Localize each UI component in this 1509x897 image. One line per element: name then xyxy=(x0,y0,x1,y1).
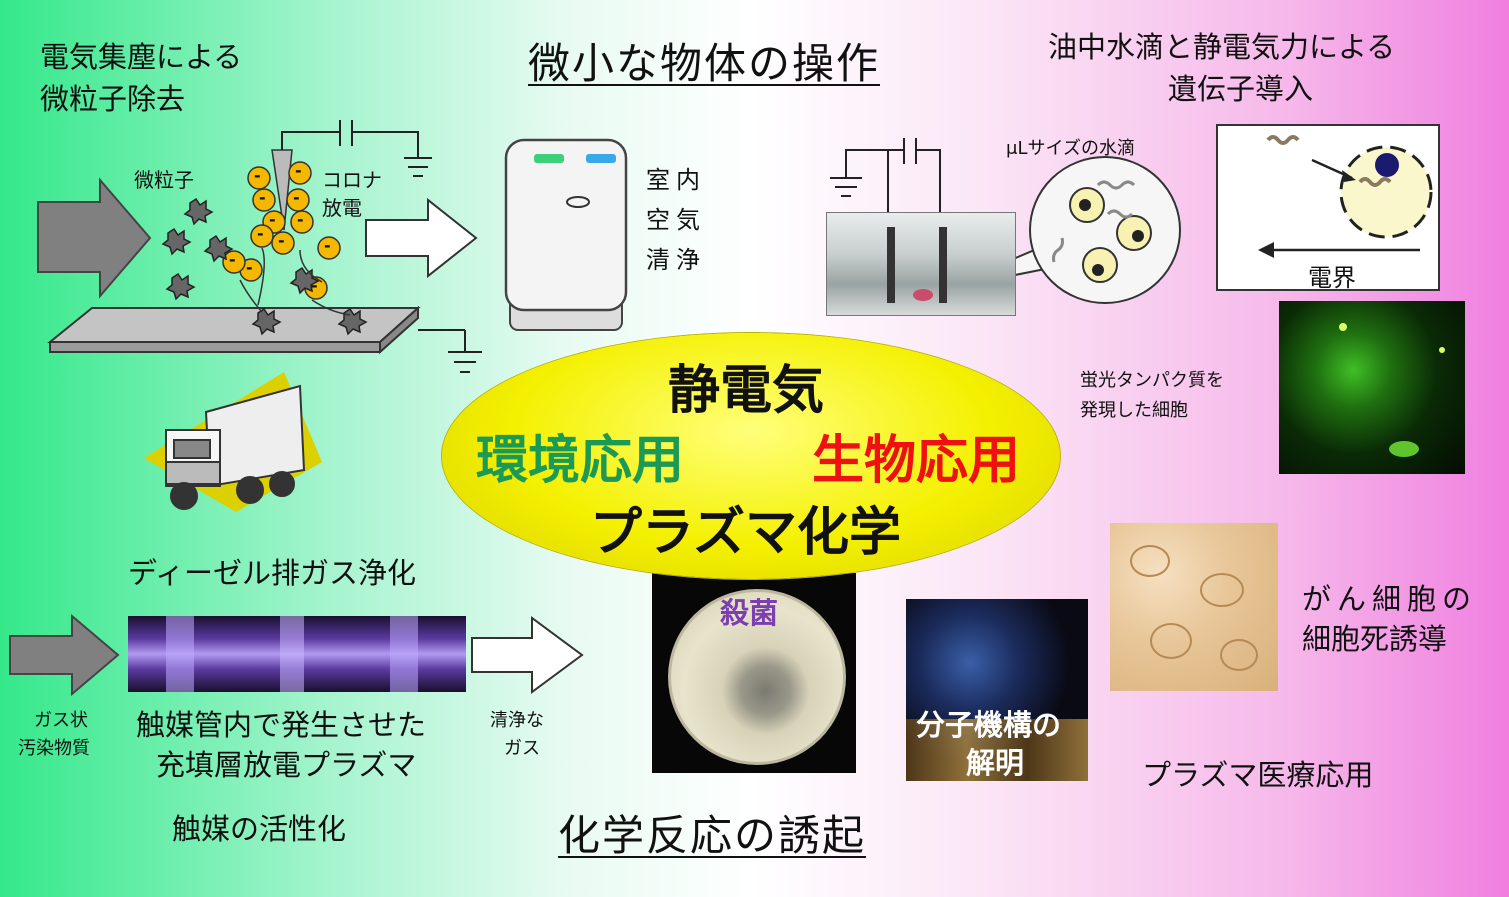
label-gas-pollutant-2: 汚染物質 xyxy=(18,738,90,759)
label-gas-pollutant-1: ガス状 xyxy=(34,710,88,731)
charge-minus-label: - xyxy=(324,236,331,255)
label-fluorescent-1: 蛍光タンパク質を xyxy=(1080,370,1224,391)
label-room-air-2: 空気 xyxy=(646,206,706,234)
heading-electrostatic-precipitation-2: 微粒子除去 xyxy=(40,82,186,116)
central-ellipse xyxy=(442,333,1060,579)
charge-minus-label: - xyxy=(259,188,266,207)
label-corona-1: コロナ xyxy=(322,168,382,192)
label-packed-bed-plasma-2: 充填層放電プラズマ xyxy=(156,748,417,782)
label-corona-2: 放電 xyxy=(322,196,362,220)
clean-gas-arrow-icon xyxy=(471,616,584,694)
label-clean-gas-1: 清浄な xyxy=(490,710,544,731)
center-environment-app: 環境応用 xyxy=(476,431,685,491)
air-purifier-icon xyxy=(504,138,628,331)
truck-icon xyxy=(165,384,306,510)
petri-dish-photo xyxy=(652,573,856,773)
protein-structure-photo xyxy=(906,599,1088,781)
heading-gene-transfer-1: 油中水滴と静電気力による xyxy=(1048,30,1396,64)
charge-minus-label: - xyxy=(295,161,302,180)
dust-particles xyxy=(161,197,368,336)
heading-electrostatic-precipitation-1: 電気集塵による xyxy=(40,40,243,74)
plasma-reactor-photo xyxy=(128,616,466,692)
center-bio-app: 生物応用 xyxy=(812,431,1021,491)
heading-gene-transfer-2: 遺伝子導入 xyxy=(1168,72,1314,106)
charge-minus-label: - xyxy=(311,276,318,295)
label-plasma-medicine: プラズマ医療応用 xyxy=(1142,758,1374,792)
gas-flow-arrow-icon xyxy=(37,177,152,299)
label-fluorescent-2: 発現した細胞 xyxy=(1080,400,1188,421)
collector-plate xyxy=(47,307,421,343)
charge-minus-label: - xyxy=(278,231,285,250)
charge-minus-label: - xyxy=(254,166,261,185)
charge-minus-label: - xyxy=(246,258,253,277)
charge-minus-label: - xyxy=(269,210,276,229)
pollutant-inflow-arrow-icon xyxy=(9,613,120,697)
label-clean-gas-2: ガス xyxy=(504,738,540,759)
label-electric-field: 電界 xyxy=(1308,264,1356,292)
electrode-circuit-icon xyxy=(830,138,941,212)
label-fine-particles: 微粒子 xyxy=(134,168,194,192)
charge-minus-label: - xyxy=(293,188,300,207)
charge-minus-label: - xyxy=(229,250,236,269)
label-cancer-cell-death-1: がん細胞の xyxy=(1302,582,1478,616)
label-droplet-size: μLサイズの水滴 xyxy=(1006,138,1135,159)
label-catalyst-activation: 触媒の活性化 xyxy=(172,812,347,846)
title-manipulation: 微小な物体の操作 xyxy=(528,39,881,88)
fluorescent-cells-photo xyxy=(1279,301,1465,474)
label-molecular-mechanism-2: 解明 xyxy=(966,746,1025,780)
electric-field-diagram xyxy=(1216,124,1440,291)
label-room-air-1: 室内 xyxy=(646,166,706,194)
charge-minus-label: - xyxy=(297,210,304,229)
label-sterilization: 殺菌 xyxy=(720,596,779,630)
label-room-air-3: 清浄 xyxy=(646,246,706,274)
label-molecular-mechanism-1: 分子機構の xyxy=(916,708,1062,742)
droplet-photo xyxy=(826,212,1016,316)
title-chemical-reaction: 化学反応の誘起 xyxy=(558,811,867,860)
center-plasma-chemistry: プラズマ化学 xyxy=(590,503,901,563)
ground-icon xyxy=(418,329,482,373)
label-cancer-cell-death-2: 細胞死誘導 xyxy=(1302,622,1448,656)
charged-particles xyxy=(222,161,341,300)
charge-minus-label: - xyxy=(257,224,264,243)
cancer-cells-photo xyxy=(1110,523,1278,691)
label-diesel-exhaust: ディーゼル排ガス浄化 xyxy=(128,556,416,590)
clean-air-arrow-icon xyxy=(365,197,478,279)
center-static-electricity: 静電気 xyxy=(668,361,825,421)
label-packed-bed-plasma-1: 触媒管内で発生させた xyxy=(136,708,427,742)
